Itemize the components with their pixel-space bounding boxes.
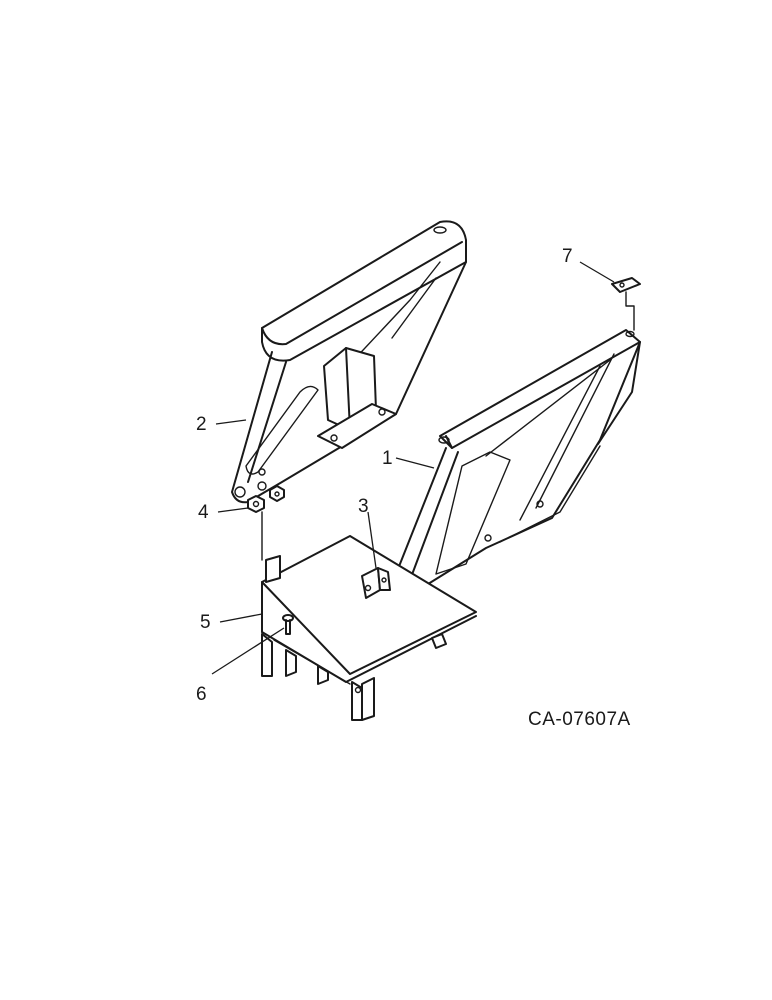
leader-lines [211, 261, 615, 675]
part-4-nut [247, 485, 285, 561]
callout-4: 4 [198, 502, 209, 523]
reference-code: CA-07607A [528, 709, 631, 730]
part-1-right-armrest [395, 329, 641, 596]
callout-5: 5 [200, 612, 211, 633]
part-7-clip [611, 277, 641, 331]
callout-1: 1 [382, 448, 393, 469]
callout-3: 3 [358, 496, 369, 517]
part-5-base-plate [261, 535, 477, 721]
callout-7: 7 [562, 246, 573, 267]
part-6-screw [282, 614, 294, 635]
callout-6: 6 [196, 684, 207, 705]
part-2-left-armrest [231, 220, 467, 504]
callout-2: 2 [196, 414, 207, 435]
